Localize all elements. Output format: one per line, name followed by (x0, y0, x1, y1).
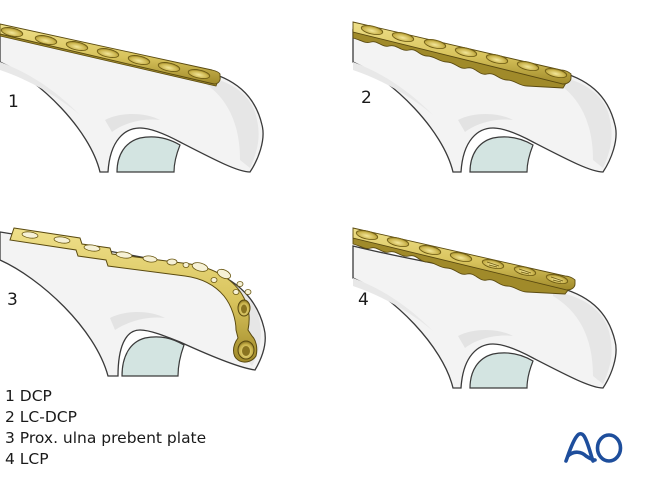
bone-illustration (0, 227, 266, 377)
legend-item-dcp: 1 DCP (5, 387, 52, 405)
bone-illustration (352, 227, 617, 389)
lcp-plate (352, 227, 576, 295)
legend: 1 DCP 2 LC-DCP 3 Prox. ulna prebent plat… (5, 386, 206, 470)
panel-1-dcp: 1 (0, 0, 280, 180)
ao-logo-icon (564, 431, 623, 463)
legend-item-lc-dcp: 2 LC-DCP (5, 408, 77, 426)
panel-number: 4 (358, 290, 369, 310)
panel-3-prox-ulna-plate: 3 (0, 210, 290, 380)
panel-number: 2 (361, 88, 372, 108)
panel-number: 3 (7, 290, 18, 310)
panel-number: 1 (8, 92, 19, 112)
panel-2-lc-dcp: 2 (352, 0, 633, 180)
bone-illustration (352, 21, 617, 173)
bone-illustration (0, 23, 264, 173)
panel-4-lcp: 4 (352, 212, 633, 389)
lc-dcp-plate (352, 21, 572, 89)
legend-item-lcp: 4 LCP (5, 450, 49, 468)
prebent-plate (9, 227, 258, 363)
dcp-plate (0, 23, 221, 87)
legend-item-prebent-plate: 3 Prox. ulna prebent plate (5, 429, 207, 447)
